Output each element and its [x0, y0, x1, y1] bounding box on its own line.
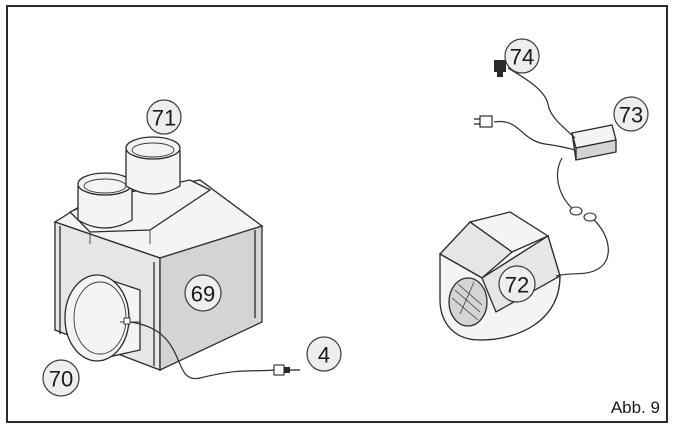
control-unit [571, 124, 617, 161]
cable-fan-b [555, 217, 609, 277]
plug-74 [494, 60, 506, 77]
spigot-right-body [125, 150, 181, 195]
callout-69: 69 [184, 274, 222, 312]
callout-71-label: 71 [152, 106, 176, 131]
callout-74: 74 [504, 38, 540, 74]
top-spigots [77, 136, 181, 229]
spigot-left-rim [77, 172, 133, 196]
figure-frame [6, 5, 668, 423]
callout-70-label: 70 [49, 367, 73, 392]
front-spigot [64, 274, 141, 362]
spigot-right-inner [131, 142, 175, 158]
callout-73-label: 73 [619, 103, 643, 128]
callout-72: 72 [498, 265, 536, 303]
callout-71: 71 [146, 99, 182, 135]
sensor-plug [273, 364, 300, 376]
spigot-left-body [77, 186, 133, 229]
connector-b [583, 212, 597, 222]
cable-74 [507, 67, 576, 139]
callout-69-label: 69 [191, 282, 215, 307]
callout-4-label: 4 [318, 343, 330, 368]
callout-4: 4 [306, 336, 342, 372]
fan-impeller [448, 277, 488, 327]
callout-74-label: 74 [510, 45, 534, 70]
callout-70: 70 [42, 359, 80, 397]
callout-72-label: 72 [505, 273, 529, 298]
cable-mains [493, 120, 576, 151]
box-edge [159, 225, 263, 259]
mains-plug [474, 115, 493, 128]
sensor-port [123, 317, 131, 325]
connector-a [569, 206, 583, 216]
figure-label: Abb. 9 [610, 398, 660, 417]
spigot-right-rim [125, 136, 181, 160]
radial-fan [438, 211, 561, 341]
callout-73: 73 [613, 96, 649, 132]
sensor-cable [129, 321, 276, 380]
front-spigot-rim [64, 274, 130, 362]
control-unit-edge [571, 132, 577, 161]
cable-fan-a [557, 157, 575, 211]
